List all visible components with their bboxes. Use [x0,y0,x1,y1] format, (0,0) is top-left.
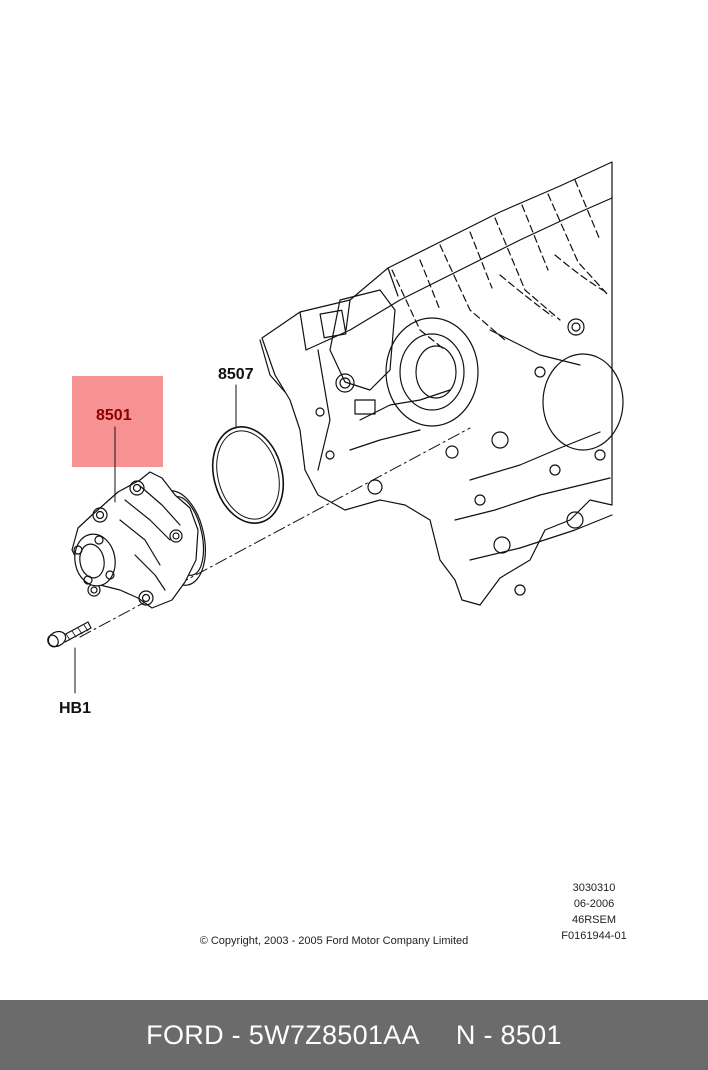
bolt [47,621,92,648]
water-pump [71,471,206,609]
reference-number: N - 8501 [455,1019,562,1050]
copyright-notice: © Copyright, 2003 - 2005 Ford Motor Comp… [199,935,469,947]
callout-bolt: HB1 [59,700,92,717]
gasket-o-ring [211,426,285,524]
part-footer: FORD - 5W7Z8501AA N - 8501 [0,1000,708,1070]
callout-gasket: 8507 [218,366,254,383]
meta-line: 46RSEM [571,914,617,926]
engine-block [259,161,624,606]
drawing-metadata: 3030310 06-2006 46RSEM F0161944-01 [546,880,642,944]
exploded-view-diagram [47,161,624,694]
callout-water-pump: 8501 [96,407,132,424]
part-number: FORD - 5W7Z8501AA [146,1019,420,1050]
meta-line: F0161944-01 [561,930,627,942]
highlight-box [72,376,163,467]
meta-line: 06-2006 [573,898,615,910]
meta-line: 3030310 [572,882,616,894]
